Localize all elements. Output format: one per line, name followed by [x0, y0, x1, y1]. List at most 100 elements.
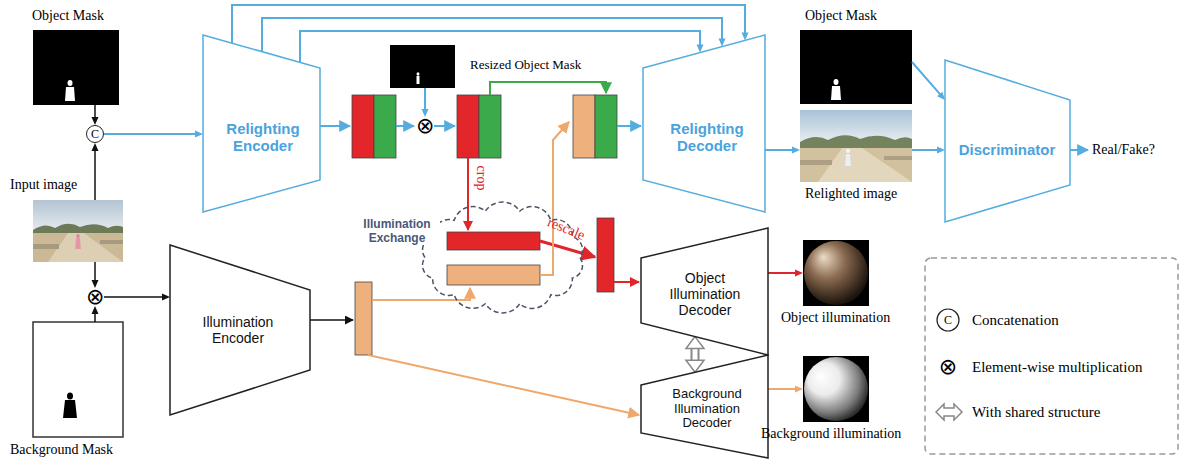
resized-mask: Resized Object Mask	[390, 45, 455, 88]
connector-line	[912, 149, 938, 151]
rect-part	[573, 95, 595, 158]
rect-part	[800, 30, 912, 104]
connector-line	[232, 5, 745, 43]
image-caption: Background Mask	[10, 442, 113, 458]
connector-line	[262, 18, 722, 52]
line-part	[310, 319, 353, 321]
operation-label: rescale	[545, 214, 587, 243]
connector-line	[94, 150, 96, 200]
rect-part	[33, 30, 119, 105]
connector	[262, 18, 726, 52]
connector	[92, 306, 99, 322]
concat-symbol: C	[86, 125, 104, 143]
line-part	[617, 125, 641, 127]
connector-line	[768, 272, 796, 274]
operation-label: crop	[473, 166, 489, 191]
block-label: Illumination Encoder	[188, 314, 288, 346]
circle-part	[937, 309, 959, 331]
arrowhead	[92, 280, 99, 288]
path-part	[65, 87, 75, 101]
rect-part	[884, 156, 912, 160]
discriminator: Discriminator	[945, 60, 1070, 222]
block-label: Discriminator	[950, 141, 1065, 158]
rect-part	[33, 233, 123, 262]
object-illumination-sphere: Object illumination	[803, 240, 869, 306]
rect-part	[800, 160, 832, 165]
image-caption: Object Mask	[32, 8, 104, 24]
line-part	[540, 241, 595, 257]
connector-line	[104, 296, 163, 298]
arrowhead	[92, 143, 99, 151]
background-illumination-decoder: Background Illumination Decoder	[641, 355, 768, 458]
trapezoid	[641, 228, 768, 355]
block-label: Relighting Decoder	[660, 120, 755, 155]
connector	[768, 386, 803, 393]
polygon-part	[48, 233, 123, 262]
illumination-encoder: Illumination Encoder	[170, 245, 310, 415]
path-part	[831, 86, 841, 100]
line-part	[614, 281, 639, 283]
operator-symbol: ⊗	[86, 288, 104, 306]
rect-part	[33, 244, 59, 249]
feature-maps	[352, 95, 617, 355]
object-mask-picture	[33, 30, 119, 105]
circle-part	[804, 357, 868, 421]
rect-part	[100, 240, 123, 244]
rect-part	[417, 76, 420, 84]
object-mask-picture	[800, 30, 912, 104]
connector-line	[765, 149, 793, 151]
connector	[92, 262, 99, 288]
trapezoid	[641, 355, 768, 458]
line-part	[368, 355, 639, 415]
connector	[92, 105, 99, 125]
rect-part	[390, 45, 455, 88]
arrowhead	[795, 270, 803, 277]
trapezoid	[170, 245, 310, 415]
image-caption: Background illumination	[761, 426, 901, 442]
connector-line	[94, 105, 96, 118]
background-mask-picture	[33, 322, 123, 437]
polyline-part	[540, 122, 569, 275]
rect-part	[595, 95, 617, 158]
image-caption: Object illumination	[781, 310, 890, 326]
connector-line	[693, 348, 698, 362]
image-caption: Object Mask	[805, 8, 877, 24]
ellipse-part	[67, 393, 73, 400]
rect-part	[597, 218, 614, 292]
polyline-part	[490, 82, 606, 95]
arrowhead	[937, 147, 945, 154]
relighting-encoder: Relighting Encoder	[203, 35, 320, 212]
connector	[232, 5, 749, 43]
ellipse-part	[834, 79, 839, 85]
arrowhead	[195, 131, 203, 138]
multiply-symbol: ⊗	[416, 117, 434, 135]
line-part	[1070, 149, 1088, 151]
image-caption: Input image	[10, 177, 77, 193]
arrowhead	[937, 92, 945, 100]
illumination-spheres	[803, 240, 869, 422]
connector-line	[691, 348, 700, 362]
relighting-decoder: Relighting Decoder	[643, 35, 765, 212]
rect-part	[355, 282, 372, 355]
connector	[768, 270, 803, 277]
trapezoid-outline	[945, 60, 1070, 222]
line-part	[320, 125, 350, 127]
connector	[92, 143, 99, 200]
path-part	[75, 238, 81, 249]
input-image-picture	[33, 200, 123, 262]
arrowhead	[162, 294, 170, 301]
connector	[104, 131, 203, 138]
rect-part	[800, 148, 912, 182]
legend-symbol: ⊗	[939, 358, 957, 376]
rect-part	[457, 95, 479, 158]
connector-line	[912, 62, 940, 95]
legend-text: Element-wise multiplication	[972, 358, 1142, 376]
circle-part	[804, 241, 868, 305]
operator-symbol: ⊗	[416, 117, 434, 135]
ellipse-part	[76, 234, 80, 238]
connector	[912, 147, 945, 154]
rect-part	[374, 95, 396, 158]
legend-text: With shared structure	[972, 403, 1101, 421]
polygon-part	[936, 404, 962, 420]
